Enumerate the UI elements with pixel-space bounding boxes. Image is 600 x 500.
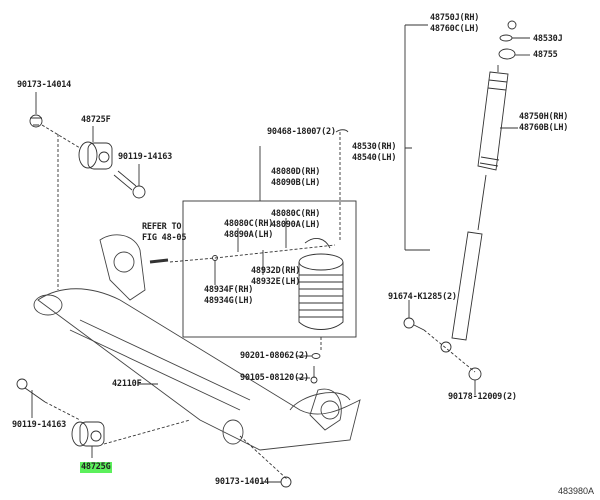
label-48530J[interactable]: 48530J xyxy=(533,34,563,44)
label-48540[interactable]: 48540(LH) xyxy=(352,153,397,163)
bolt-icon xyxy=(310,366,318,384)
label-48750H[interactable]: 48750H(RH) xyxy=(519,112,569,122)
bolt-icon xyxy=(403,317,425,331)
label-90201-08062[interactable]: 90201-08062(2) xyxy=(240,351,309,361)
refer-note[interactable]: REFER TO xyxy=(142,222,182,232)
nut-icon xyxy=(507,20,517,30)
spring-group-frame xyxy=(182,200,357,338)
nut-icon xyxy=(468,367,482,381)
label-90173-14014-bottom[interactable]: 90173-14014 xyxy=(215,477,270,487)
label-48725F[interactable]: 48725F xyxy=(81,115,111,125)
refer-note-fig[interactable]: FIG 48-05 xyxy=(142,233,187,243)
bolt-icon xyxy=(16,378,46,403)
bolt-icon xyxy=(113,170,146,199)
label-48932E[interactable]: 48932E(LH) xyxy=(251,277,301,287)
label-48755[interactable]: 48755 xyxy=(533,50,558,60)
label-48932D[interactable]: 48932D(RH) xyxy=(251,266,301,276)
label-42110F[interactable]: 42110F xyxy=(112,379,142,389)
pin-icon xyxy=(311,353,321,359)
diagram-code: 483980A xyxy=(557,486,594,496)
label-48080D[interactable]: 48080D(RH) xyxy=(271,167,321,177)
bushing-icon xyxy=(78,141,113,170)
label-91674-K1285[interactable]: 91674-K1285(2) xyxy=(388,292,457,302)
label-48090A-a[interactable]: 48090A(LH) xyxy=(224,230,274,240)
label-48090B[interactable]: 48090B(LH) xyxy=(271,178,321,188)
label-90468-18007[interactable]: 90468-18007(2) xyxy=(267,127,336,137)
label-90119-14163-lower[interactable]: 90119-14163 xyxy=(12,420,67,430)
axle-beam xyxy=(33,234,361,451)
label-90173-14014-top[interactable]: 90173-14014 xyxy=(17,80,72,90)
label-48080C-b[interactable]: 48080C(RH) xyxy=(271,209,321,219)
label-90178-12009[interactable]: 90178-12009(2) xyxy=(448,392,517,402)
air-spring-icon xyxy=(298,237,344,330)
label-48080C-a[interactable]: 48080C(RH) xyxy=(224,219,274,229)
label-48760C[interactable]: 48760C(LH) xyxy=(430,24,480,34)
label-48934G[interactable]: 48934G(LH) xyxy=(204,296,254,306)
label-90119-14163-upper[interactable]: 90119-14163 xyxy=(118,152,173,162)
nut-icon xyxy=(29,114,43,128)
label-48090A-b[interactable]: 48090A(LH) xyxy=(271,220,321,230)
washer-icon xyxy=(499,34,513,42)
label-90105-08120[interactable]: 90105-08120(2) xyxy=(240,373,309,383)
shock-group-bracket xyxy=(404,24,430,251)
label-48760B[interactable]: 48760B(LH) xyxy=(519,123,569,133)
label-48750J[interactable]: 48750J(RH) xyxy=(430,13,480,23)
shock-absorber-icon xyxy=(440,65,509,353)
label-48725G-highlighted[interactable]: 48725G xyxy=(80,462,112,473)
bushing-icon xyxy=(71,421,105,447)
label-48934F[interactable]: 48934F(RH) xyxy=(204,285,254,295)
label-48530[interactable]: 48530(RH) xyxy=(352,142,397,152)
cushion-icon xyxy=(498,48,516,60)
